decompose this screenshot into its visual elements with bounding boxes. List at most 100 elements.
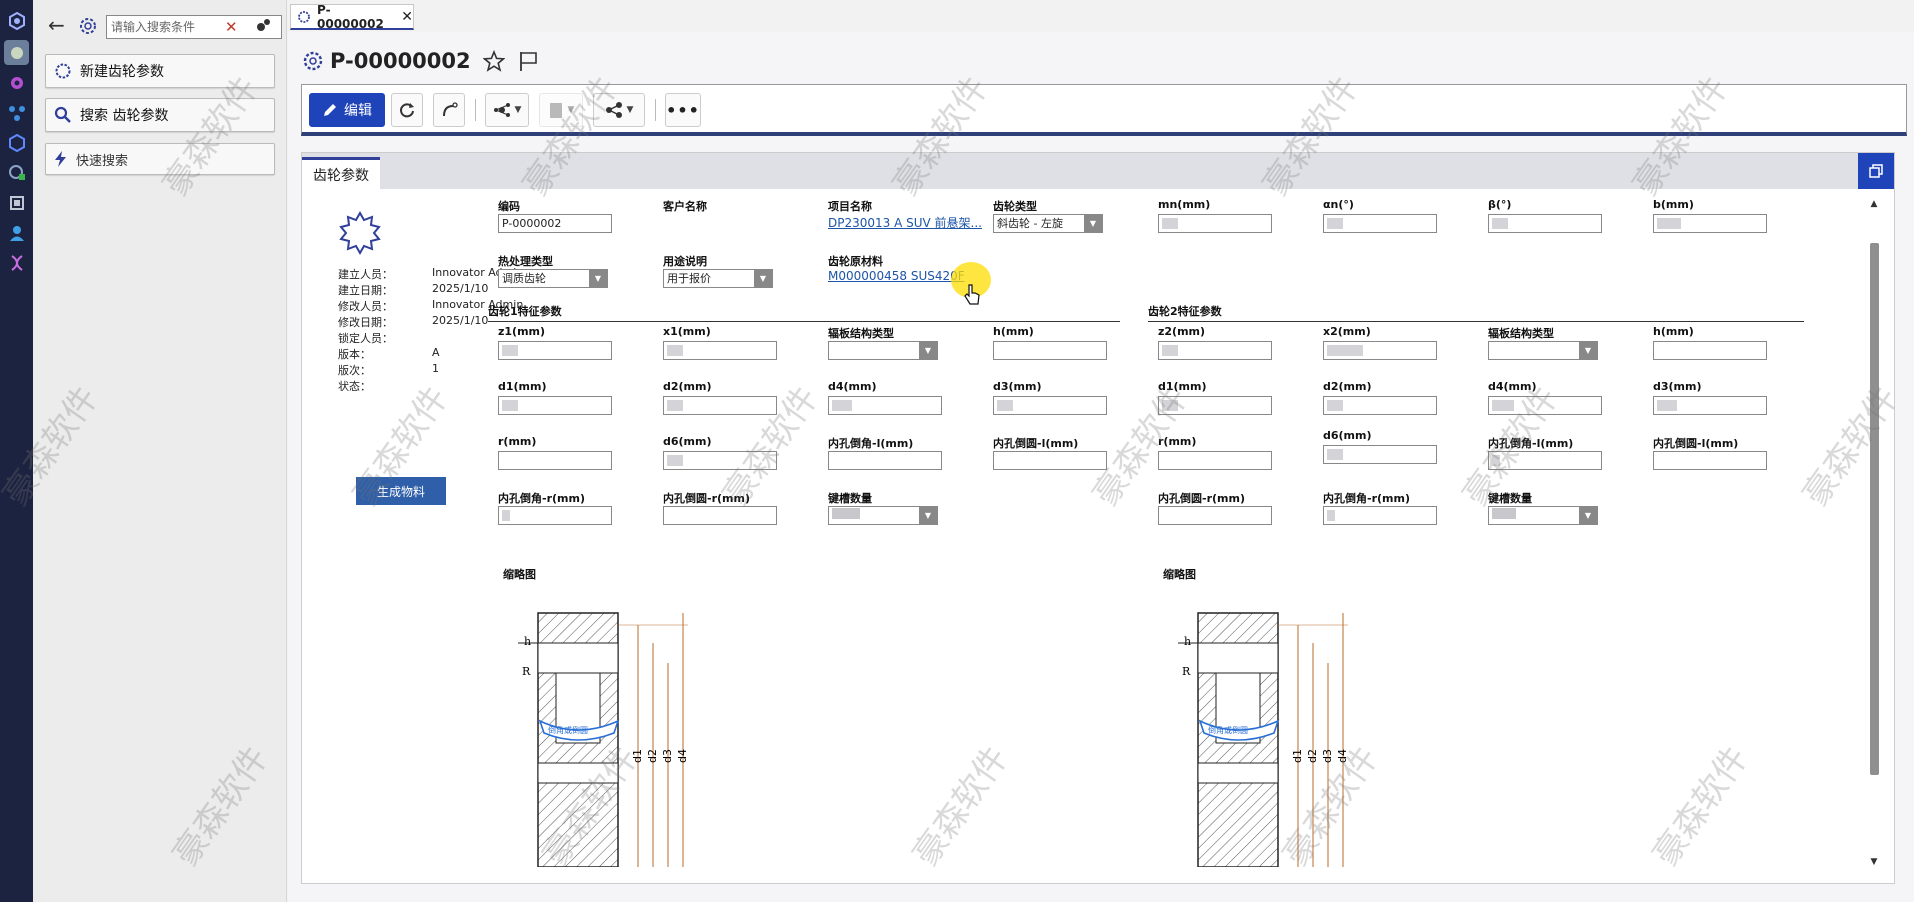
- search-input[interactable]: 请输入搜索条件: [106, 15, 282, 39]
- web2-select[interactable]: ▼: [1488, 341, 1598, 360]
- chevron-down-icon: ▼: [919, 342, 937, 359]
- structure-dropdown[interactable]: ▼: [485, 93, 529, 127]
- g1-d1-input[interactable]: [498, 396, 612, 415]
- g1-d2-input[interactable]: [663, 396, 777, 415]
- share-icon: [605, 101, 623, 119]
- g2-fillet-l-input[interactable]: [1653, 451, 1767, 470]
- edit-button[interactable]: 编辑: [309, 93, 385, 127]
- g1-d3-input[interactable]: [993, 396, 1107, 415]
- d4-label: d4: [676, 749, 689, 763]
- gear1-thumbnail-drawing: h R 倒角或倒圆 d1 d2 d3 d4: [518, 612, 689, 867]
- beta-input[interactable]: [1488, 214, 1602, 233]
- share-dropdown[interactable]: ▼: [593, 93, 645, 127]
- new-gear-param-button[interactable]: 新建齿轮参数: [45, 54, 275, 88]
- toolbar-divider: [655, 99, 656, 121]
- refresh-button[interactable]: [391, 93, 423, 127]
- g1-chamfer-r-input[interactable]: [498, 506, 612, 525]
- scroll-thumb[interactable]: [1870, 243, 1879, 775]
- gear-type-select[interactable]: 斜齿轮 - 左旋▼: [993, 214, 1103, 233]
- more-button[interactable]: •••: [665, 93, 701, 127]
- clear-search-icon[interactable]: ✕: [225, 18, 238, 36]
- maximize-button[interactable]: [1858, 153, 1894, 189]
- z1-input[interactable]: [498, 341, 612, 360]
- chevron-down-icon: ▼: [1579, 507, 1597, 524]
- settings-gear-icon[interactable]: [4, 70, 29, 95]
- main-content: P-00000002 编辑: [288, 32, 1914, 902]
- generate-material-button[interactable]: 生成物料: [356, 477, 446, 505]
- g1-keyway-select[interactable]: ▼: [828, 506, 938, 525]
- nav-button-label: 新建齿轮参数: [80, 64, 164, 80]
- mn-input[interactable]: [1158, 214, 1272, 233]
- flag-icon[interactable]: [517, 50, 539, 72]
- search-go-icon[interactable]: [255, 18, 271, 37]
- g1-chamfer-l-input[interactable]: [828, 451, 942, 470]
- toolbar: 编辑 ▼ ▼ ▼: [301, 84, 1907, 136]
- scroll-down-icon[interactable]: ▼: [1870, 857, 1878, 867]
- more-dots-icon: •••: [666, 100, 700, 120]
- chevron-down-icon: ▼: [514, 105, 522, 115]
- g2-d3-input[interactable]: [1653, 396, 1767, 415]
- report-dropdown[interactable]: ▼: [539, 93, 583, 127]
- panel-header: 齿轮参数: [302, 153, 1894, 189]
- scroll-up-icon[interactable]: ▲: [1870, 199, 1878, 209]
- d3-label: d3: [1321, 749, 1334, 763]
- building-icon: [548, 101, 564, 119]
- x2-input[interactable]: [1323, 341, 1437, 360]
- h-label: h: [1184, 635, 1191, 648]
- z2-input[interactable]: [1158, 341, 1272, 360]
- x1-input[interactable]: [663, 341, 777, 360]
- R-label: R: [522, 665, 531, 678]
- favorite-star-icon[interactable]: [482, 50, 505, 72]
- search-gear-param-button[interactable]: 搜索 齿轮参数: [45, 98, 275, 132]
- g2-fillet-r-input[interactable]: [1158, 506, 1272, 525]
- lifecycle-button[interactable]: [433, 93, 465, 127]
- h2-input[interactable]: [1653, 341, 1767, 360]
- vertical-scrollbar[interactable]: ▲ ▼: [1868, 199, 1880, 867]
- g2-d1-input[interactable]: [1158, 396, 1272, 415]
- dna-icon[interactable]: [4, 250, 29, 275]
- chip-icon[interactable]: [4, 190, 29, 215]
- g1-d6-input[interactable]: [663, 451, 777, 470]
- quick-search-button[interactable]: 快速搜索: [45, 143, 275, 175]
- material-link[interactable]: M000000458 SUS420F: [828, 269, 965, 283]
- g1-r-input[interactable]: [498, 451, 612, 470]
- usage-select[interactable]: 用于报价▼: [663, 269, 773, 288]
- g2-chamfer-r-input[interactable]: [1323, 506, 1437, 525]
- project-link[interactable]: DP230013 A SUV 前悬架...: [828, 216, 982, 230]
- app-logo-icon[interactable]: [4, 8, 29, 33]
- tab-gear-params[interactable]: 齿轮参数: [302, 157, 380, 189]
- tab-label: P-00000002: [317, 2, 384, 31]
- R-label: R: [1182, 665, 1191, 678]
- g2-d6-input[interactable]: [1323, 445, 1437, 464]
- h1-input[interactable]: [993, 341, 1107, 360]
- chevron-down-icon: ▼: [919, 507, 937, 524]
- add-item-icon[interactable]: [4, 160, 29, 185]
- g1-fillet-l-input[interactable]: [993, 451, 1107, 470]
- d3-label: d3: [661, 749, 674, 763]
- chevron-down-icon: ▼: [754, 270, 772, 287]
- g2-r-input[interactable]: [1158, 451, 1272, 470]
- gear-icon: [297, 10, 311, 24]
- g2-chamfer-l-input[interactable]: [1488, 451, 1602, 470]
- web1-select[interactable]: ▼: [828, 341, 938, 360]
- hexagon-icon[interactable]: [4, 130, 29, 155]
- b-input[interactable]: [1653, 214, 1767, 233]
- gear-icon: [78, 16, 98, 39]
- g1-d4-input[interactable]: [828, 396, 942, 415]
- pencil-icon: [322, 102, 338, 118]
- user-icon[interactable]: [4, 220, 29, 245]
- close-tab-icon[interactable]: ✕: [401, 8, 413, 25]
- document-tab[interactable]: P-00000002 ✕: [290, 2, 414, 31]
- back-arrow-icon[interactable]: ←: [48, 13, 65, 37]
- g2-d4-input[interactable]: [1488, 396, 1602, 415]
- g1-fillet-r-input[interactable]: [663, 506, 777, 525]
- code-input[interactable]: P-0000002: [498, 214, 612, 233]
- g2-keyway-select[interactable]: ▼: [1488, 506, 1598, 525]
- gear-icon: [54, 62, 72, 80]
- heat-select[interactable]: 调质齿轮▼: [498, 269, 608, 288]
- workspace-icon[interactable]: [4, 40, 29, 65]
- an-input[interactable]: [1323, 214, 1437, 233]
- chamfer-note: 倒角或倒圆: [548, 725, 588, 735]
- network-icon[interactable]: [4, 100, 29, 125]
- g2-d2-input[interactable]: [1323, 396, 1437, 415]
